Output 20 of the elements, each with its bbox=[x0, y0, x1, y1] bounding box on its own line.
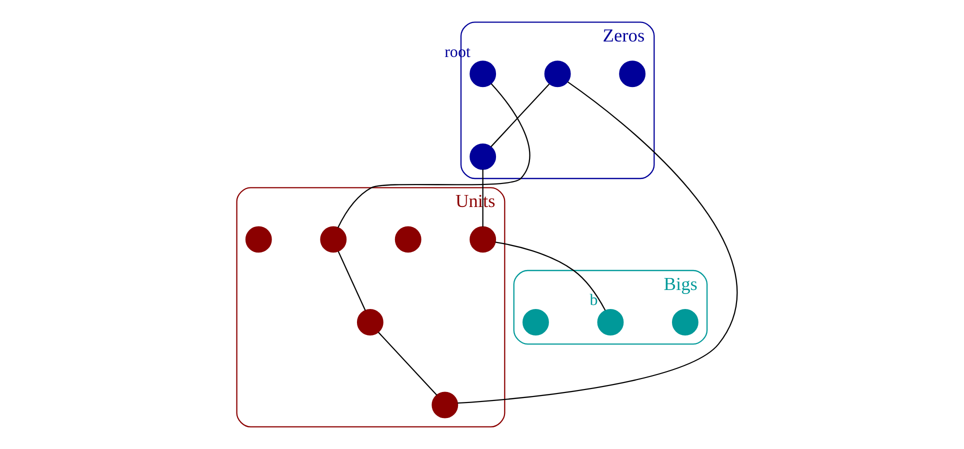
node-circle bbox=[320, 226, 346, 253]
connector bbox=[337, 251, 366, 311]
node-circle bbox=[618, 60, 646, 88]
node-circle bbox=[394, 226, 421, 253]
node-circle bbox=[356, 309, 383, 336]
connector bbox=[457, 81, 738, 404]
node-circle bbox=[522, 309, 548, 336]
connector bbox=[494, 242, 606, 310]
connector bbox=[490, 84, 550, 148]
node-label: b bbox=[589, 292, 598, 310]
node-circle bbox=[244, 226, 272, 253]
node-circle bbox=[544, 60, 570, 88]
node-circle bbox=[671, 309, 698, 336]
connector bbox=[336, 83, 530, 228]
node-circle bbox=[596, 309, 624, 336]
node-circle bbox=[431, 392, 458, 418]
node-circle bbox=[469, 143, 496, 170]
node-circle bbox=[469, 226, 496, 253]
node-circle bbox=[469, 60, 496, 88]
connector bbox=[378, 332, 437, 396]
